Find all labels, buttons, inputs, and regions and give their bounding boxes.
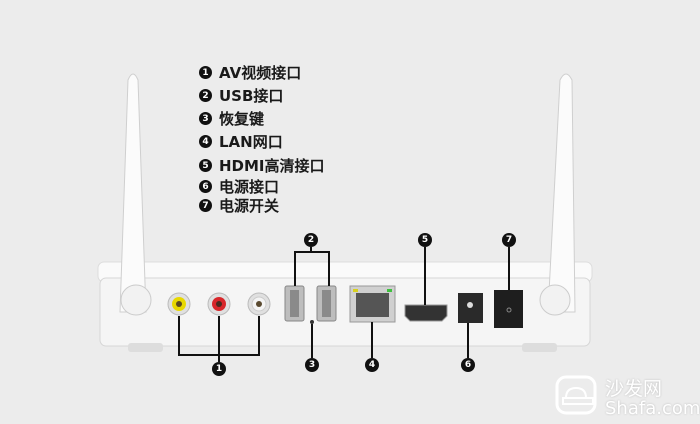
av-port-white: [247, 292, 271, 316]
power-jack: [458, 293, 483, 323]
legend-label: 电源接口: [219, 178, 280, 196]
bullet-number: 4: [199, 135, 212, 148]
callout-3: 3: [305, 358, 319, 372]
antenna-left: [119, 73, 152, 316]
legend-item: 3 恢复键: [199, 108, 264, 129]
bullet-number: 7: [199, 199, 212, 212]
foot-left: [128, 343, 163, 352]
legend-item: 1 AV视频接口: [199, 62, 301, 83]
legend-item: 5 HDMI高清接口: [199, 155, 325, 176]
legend-label: 电源开关: [219, 197, 280, 215]
callout-2: 2: [304, 233, 318, 247]
callout-5: 5: [418, 233, 432, 247]
legend-item: 4 LAN网口: [199, 131, 283, 152]
callout-6: 6: [461, 358, 475, 372]
legend-label: USB接口: [219, 87, 284, 105]
leader-lines: [178, 247, 510, 362]
callout-7: 7: [502, 233, 516, 247]
legend-label: HDMI高清接口: [219, 157, 325, 175]
bullet-number: 5: [199, 159, 212, 172]
bullet-number: 2: [199, 89, 212, 102]
bullet-number: 1: [199, 66, 212, 79]
reset-button: [310, 320, 314, 324]
foot-right: [522, 343, 557, 352]
legend-item: 2 USB接口: [199, 85, 283, 106]
bullet-number: 6: [199, 180, 212, 193]
legend-item: 6 电源接口: [199, 176, 279, 197]
power-switch: [494, 290, 523, 328]
watermark-en: Shafa.com: [605, 398, 700, 419]
hdmi-port: [404, 304, 448, 322]
bullet-number: 3: [199, 112, 212, 125]
callout-1: 1: [212, 362, 226, 376]
legend-label: 恢复键: [219, 110, 265, 128]
watermark-cn: 沙发网: [605, 378, 663, 400]
legend-label: LAN网口: [219, 133, 283, 151]
callout-4: 4: [365, 358, 379, 372]
av-port-red: [207, 292, 231, 316]
legend-label: AV视频接口: [219, 64, 302, 82]
legend-item: 7 电源开关: [199, 195, 279, 216]
av-port-yellow: [167, 292, 191, 316]
antenna-right: [539, 73, 576, 316]
